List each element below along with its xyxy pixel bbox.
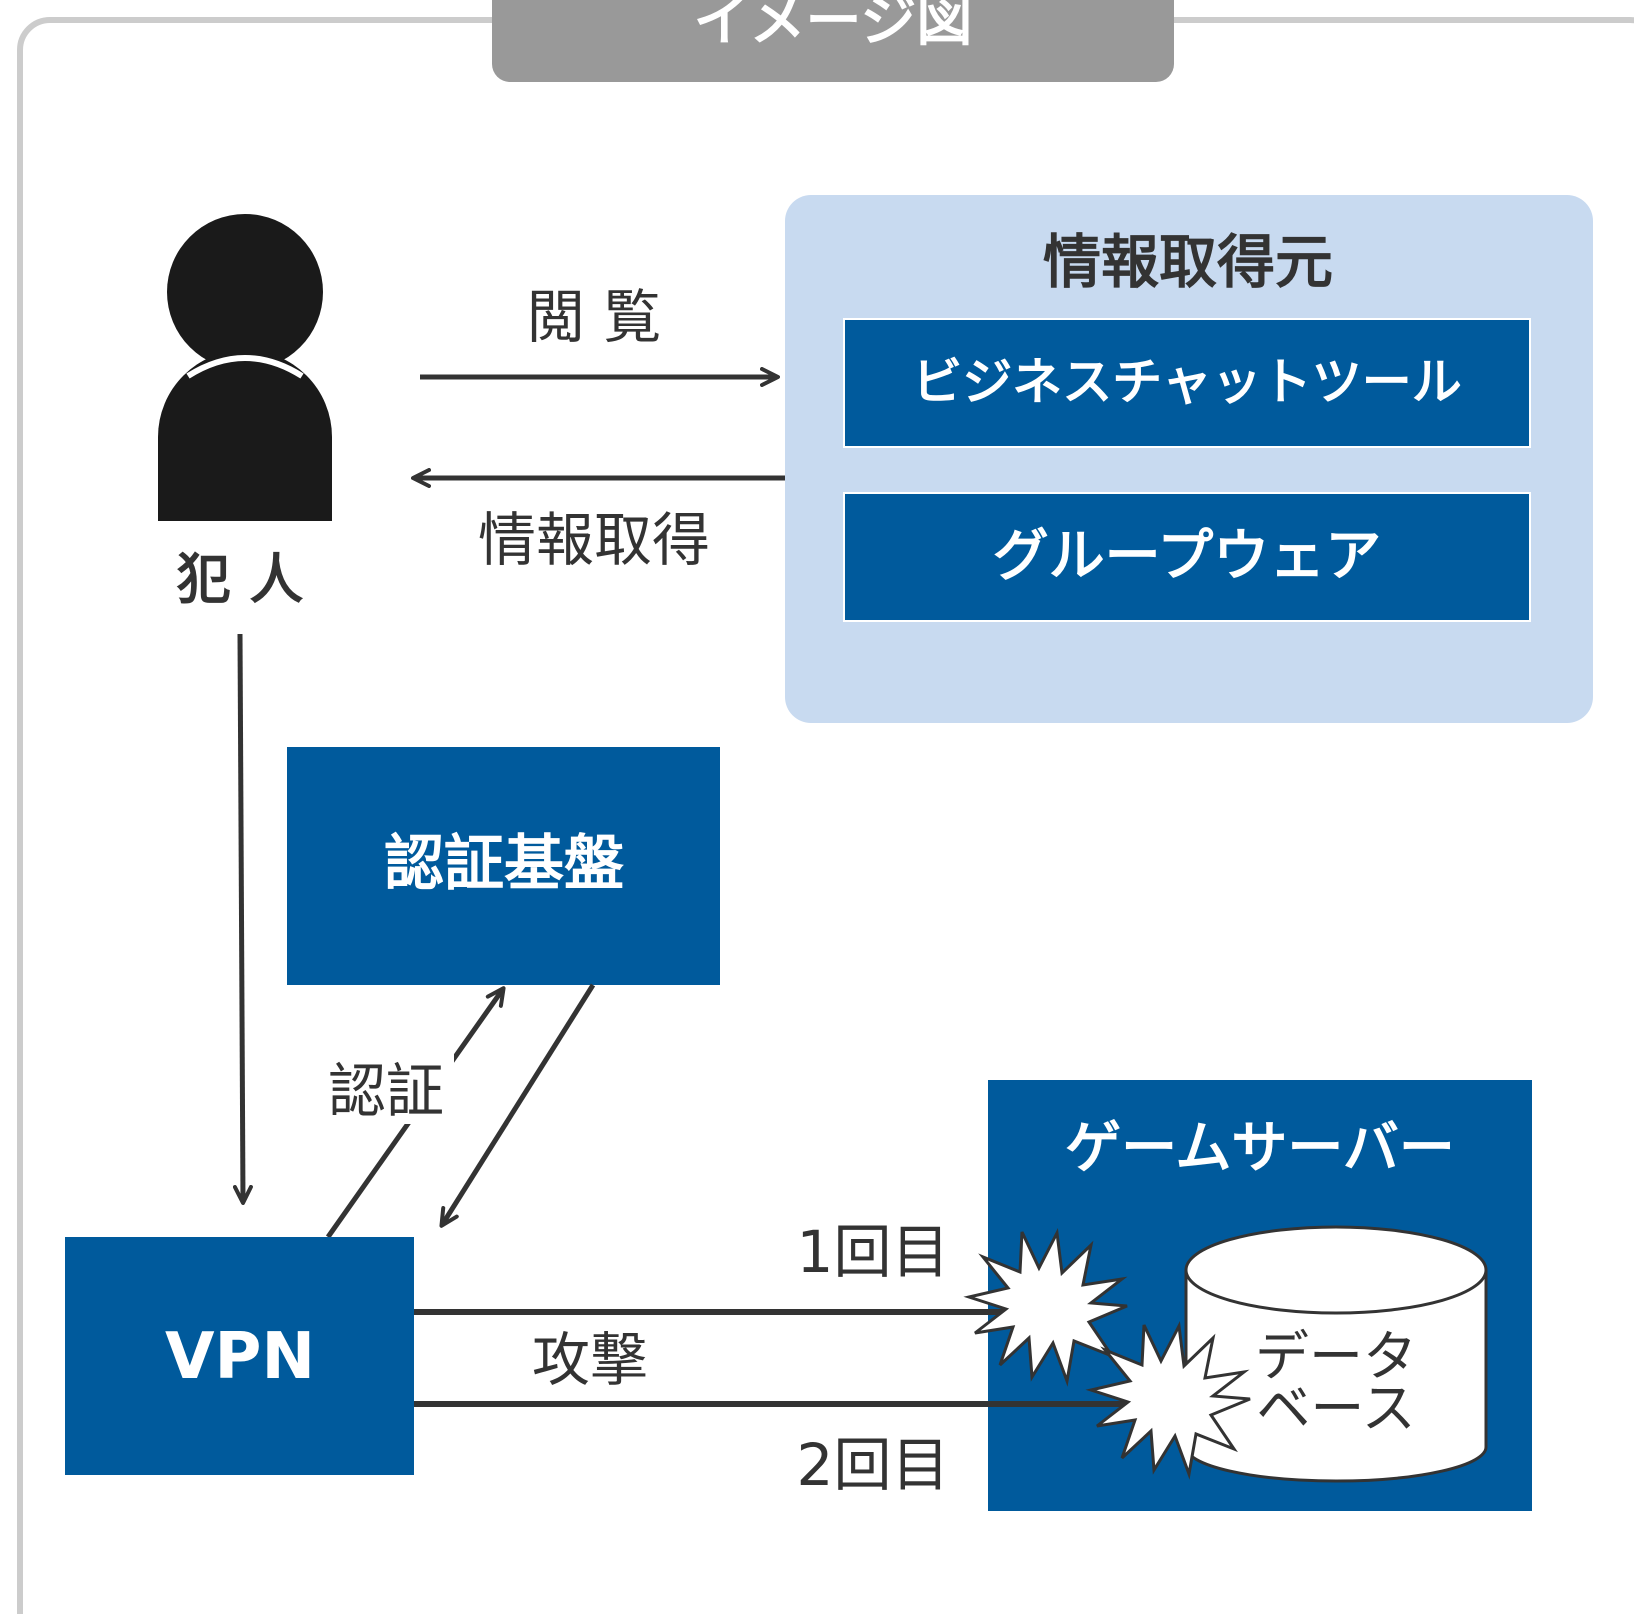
- browse-label: 閲 覧: [527, 283, 661, 351]
- groupware-box: [843, 492, 1531, 622]
- info-source-title: 情報取得元: [1043, 228, 1333, 296]
- business-chat-box: [843, 318, 1531, 448]
- database-cylinder-icon: [1184, 1225, 1488, 1483]
- criminal-label: 犯 人: [177, 548, 304, 611]
- auth-to-vpn-arrow: [439, 983, 596, 1228]
- first-attempt-label: 1回目: [797, 1218, 950, 1286]
- attack-label: 攻撃: [532, 1326, 648, 1394]
- person-silhouette-icon: [158, 214, 332, 521]
- auth-platform-box: [287, 747, 720, 985]
- criminal-to-vpn-arrow: [232, 633, 253, 1205]
- diagram-title: イメージ図: [694, 0, 973, 54]
- database-label-line1: データ: [1255, 1325, 1417, 1388]
- title-tab: イメージ図: [492, 0, 1174, 82]
- auth-platform-label: 認証基盤: [384, 829, 624, 899]
- game-server-label: ゲームサーバー: [1065, 1116, 1455, 1181]
- info-source-panel: 情報取得元 ビジネスチャットツール グループウェア: [785, 195, 1593, 723]
- burst-icon-first: [963, 1227, 1128, 1387]
- vpn-box: [65, 1237, 414, 1475]
- info-get-label: 情報取得: [478, 506, 710, 574]
- database-label-line2: ベース: [1256, 1377, 1415, 1440]
- vpn-label: VPN: [165, 1320, 315, 1394]
- burst-icon-second: [1085, 1320, 1251, 1480]
- auth-label-bg: [318, 1052, 454, 1124]
- groupware-label: グループウェア: [993, 524, 1382, 589]
- auth-label: 認証: [328, 1057, 444, 1125]
- second-attempt-label: 2回目: [797, 1431, 950, 1499]
- business-chat-label: ビジネスチャットツール: [912, 353, 1462, 411]
